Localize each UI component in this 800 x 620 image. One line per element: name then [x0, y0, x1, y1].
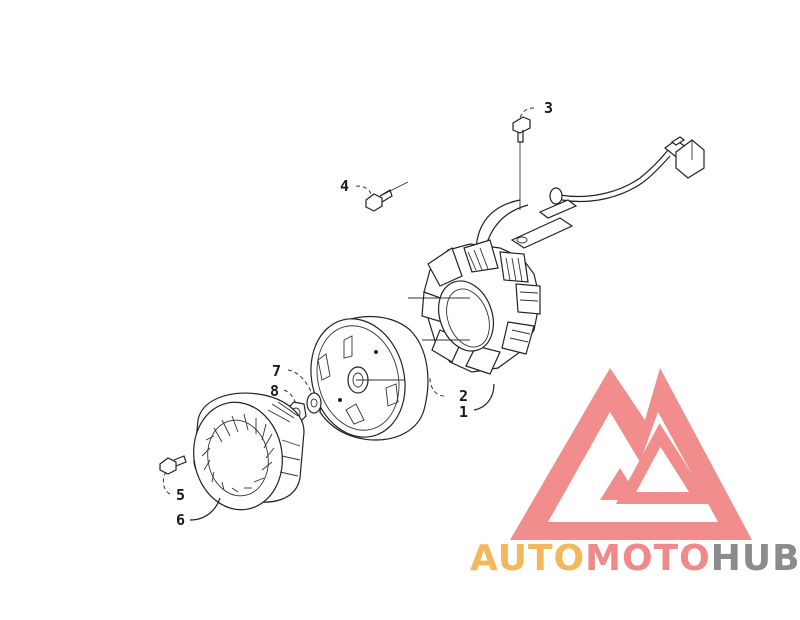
callout-6: 6	[176, 511, 185, 529]
part-stator	[421, 239, 541, 375]
part-6-fan	[193, 392, 305, 511]
callout-5: 5	[176, 486, 185, 504]
part-3-screw	[512, 116, 531, 210]
part-4-screw	[365, 181, 409, 212]
part-5-screw	[159, 455, 187, 475]
callout-3: 3	[544, 99, 553, 117]
watermark-moto: MOTO	[585, 538, 711, 579]
watermark-hub: HUB	[711, 538, 800, 579]
watermark-auto: AUTO	[470, 538, 585, 579]
callout-8: 8	[270, 382, 279, 400]
logo-g-shape	[615, 423, 711, 504]
part-7-washer	[306, 392, 322, 414]
part-flywheel	[310, 315, 429, 441]
wire-clamp-plate	[510, 199, 578, 249]
wire-harness	[475, 136, 705, 271]
watermark-text: AUTOMOTOHUB	[470, 538, 800, 579]
callout-1: 1	[459, 403, 468, 421]
watermark-logo	[510, 368, 752, 540]
callout-2: 2	[459, 387, 468, 405]
callout-7: 7	[272, 362, 281, 380]
callout-4: 4	[340, 177, 349, 195]
leader-lines	[162, 107, 535, 521]
